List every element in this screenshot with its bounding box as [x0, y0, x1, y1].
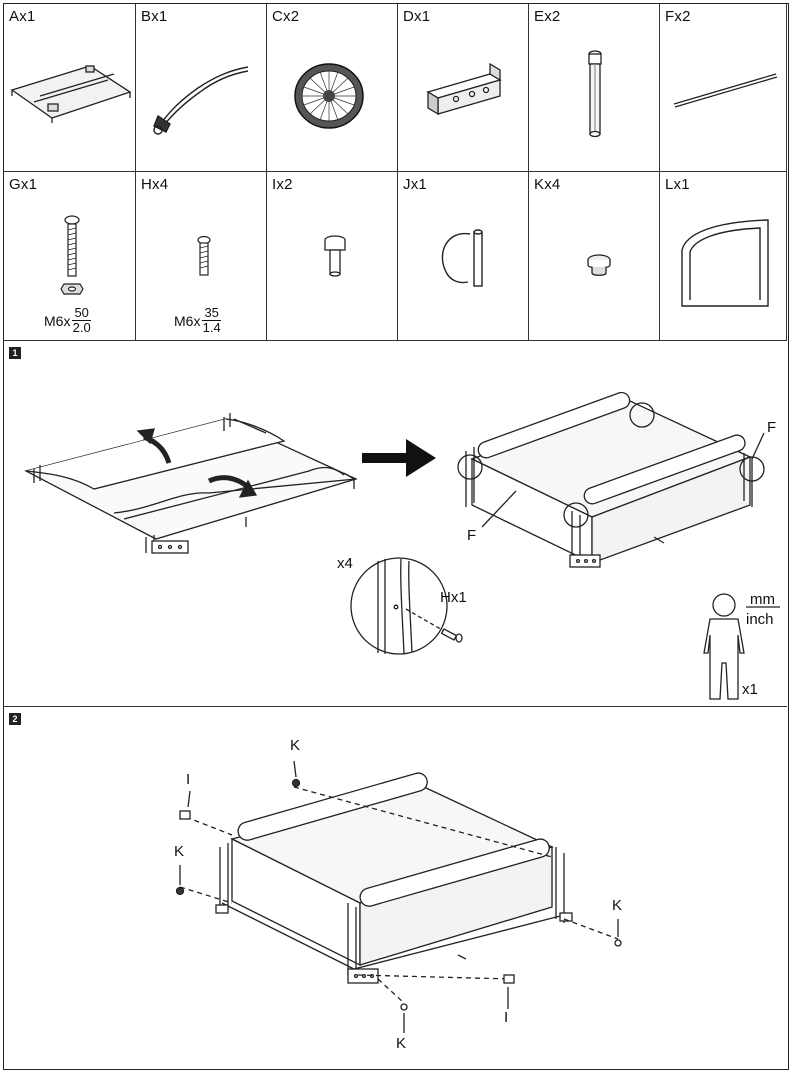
- part-label: Jx1: [403, 176, 427, 193]
- person-icon: [703, 593, 745, 700]
- sleeve-icon: [324, 235, 346, 277]
- part-label: Gx1: [9, 176, 38, 193]
- spec-length: 35: [202, 305, 221, 321]
- part-label: Hx4: [141, 176, 169, 193]
- people-count-label: x1: [742, 681, 758, 698]
- unit-inch-label: inch: [746, 611, 774, 628]
- part-label: Kx4: [534, 176, 561, 193]
- part-label: Bx1: [141, 8, 168, 25]
- quantity-x4-label: x4: [337, 555, 353, 572]
- wheel-icon: [294, 63, 364, 129]
- step-2-illustration: [175, 760, 622, 1033]
- spec-prefix: M6x: [174, 312, 201, 329]
- tow-bar-icon: [153, 66, 249, 135]
- part-cell-g: Gx1 M6x: [4, 172, 136, 341]
- fold-arrow-down-icon: [207, 475, 258, 498]
- step-2-panel: 2: [4, 707, 787, 1071]
- unit-mm-label: mm: [750, 591, 775, 608]
- step-1-illustration: [24, 391, 780, 700]
- step-number-badge: 2: [9, 713, 21, 725]
- part-cell-l: Lx1: [660, 172, 787, 341]
- end-cap-icon: [587, 254, 611, 276]
- part-cell-c: Cx2: [267, 4, 398, 172]
- screw-h-icon: [440, 628, 463, 643]
- spec-pitch: 1.4: [202, 320, 221, 335]
- f-label-left: F: [467, 527, 477, 544]
- next-step-arrow-icon: [362, 439, 436, 477]
- bolt-spec: M6x 50 2.0: [44, 306, 91, 335]
- spec-fraction: 35 1.4: [202, 305, 221, 335]
- part-cell-i: Ix2: [267, 172, 398, 341]
- fold-arrow-up-icon: [136, 428, 172, 464]
- part-label: Cx2: [272, 8, 300, 25]
- lynch-pin-icon: [441, 229, 483, 287]
- step-1-panel: 1: [4, 341, 787, 707]
- screw-icon: [197, 235, 211, 276]
- side-panel-icon: [681, 219, 769, 307]
- part-cell-h: Hx4 M6x 35 1.4: [136, 172, 267, 341]
- part-label: Ex2: [534, 8, 561, 25]
- part-label: Ax1: [9, 8, 36, 25]
- screw-spec: M6x 35 1.4: [174, 306, 221, 335]
- part-cell-b: Bx1: [136, 4, 267, 172]
- part-cell-j: Jx1: [398, 172, 529, 341]
- step-number-badge: 1: [9, 347, 21, 359]
- end-cap-k-icon: [175, 778, 622, 1011]
- part-cell-f: Fx2: [660, 4, 787, 172]
- part-cell-k: Kx4: [529, 172, 660, 341]
- rod-icon: [673, 73, 778, 108]
- assembly-guides: [179, 786, 619, 1004]
- bracket-icon: [426, 62, 502, 116]
- part-label: Ix2: [272, 176, 293, 193]
- spec-fraction: 50 2.0: [72, 305, 91, 335]
- i-label-left: I: [186, 771, 191, 788]
- spec-prefix: M6x: [44, 312, 71, 329]
- assembly-sheet: Ax1 Bx1: [3, 3, 789, 1070]
- cart-box-with-wheels-mount: [215, 772, 573, 984]
- cart-frame-icon: [10, 65, 132, 123]
- k-label-right: K: [612, 897, 623, 914]
- part-cell-e: Ex2: [529, 4, 660, 172]
- assembled-cart-box: [457, 391, 765, 568]
- detail-magnifier: [350, 557, 463, 655]
- spec-length: 50: [72, 305, 91, 321]
- bolt-with-nut-icon: [60, 215, 84, 295]
- axle-pin-icon: [588, 50, 602, 138]
- k-label-bottom: K: [396, 1035, 407, 1052]
- part-cell-a: Ax1: [4, 4, 136, 172]
- flat-cart-frame: [24, 413, 358, 554]
- f-label-right: F: [767, 419, 777, 436]
- i-label-bottom: I: [504, 1009, 509, 1026]
- spec-pitch: 2.0: [72, 320, 91, 335]
- part-label: Lx1: [665, 176, 690, 193]
- sleeve-i-icon: [179, 810, 515, 984]
- part-label: Fx2: [665, 8, 691, 25]
- parts-list: Ax1 Bx1: [4, 4, 787, 341]
- k-label-top: K: [290, 737, 301, 754]
- part-label: Dx1: [403, 8, 431, 25]
- part-cell-d: Dx1: [398, 4, 529, 172]
- k-label-left: K: [174, 843, 185, 860]
- screw-hx1-label: Hx1: [440, 589, 467, 606]
